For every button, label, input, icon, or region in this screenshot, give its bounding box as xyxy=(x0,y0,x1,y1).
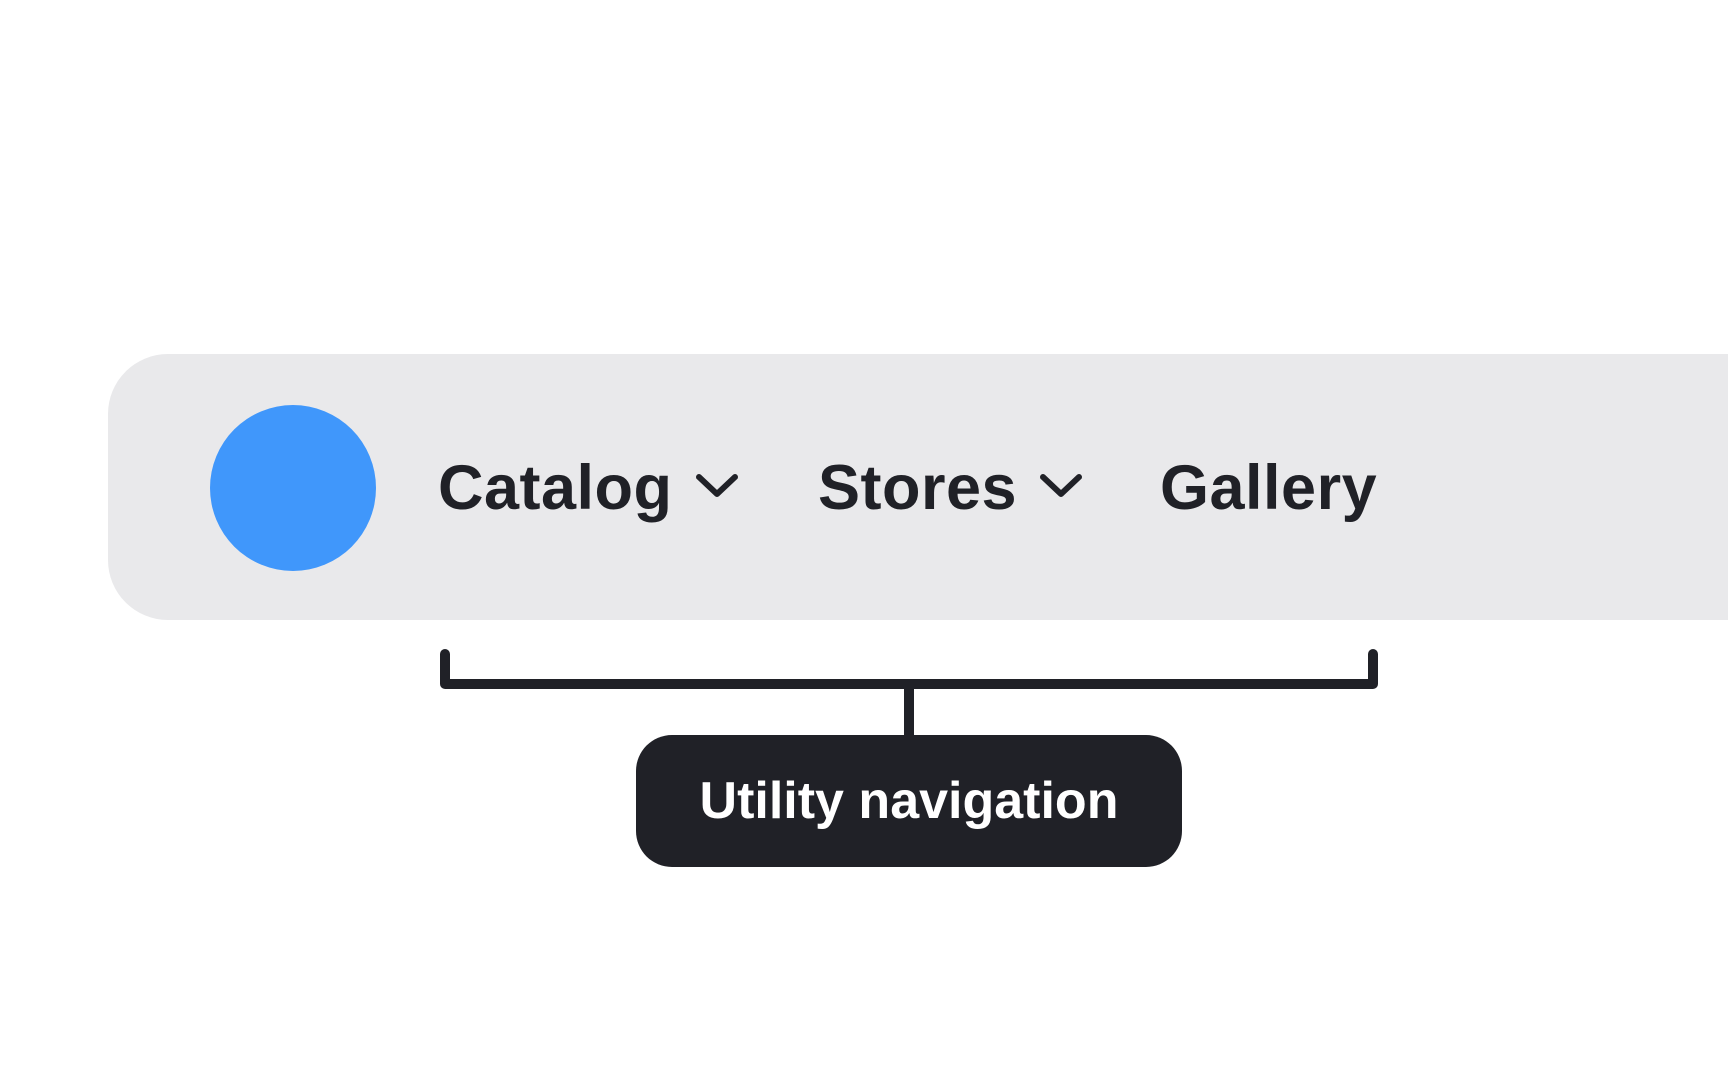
nav-item-gallery[interactable]: Gallery xyxy=(1160,448,1377,528)
navigation-bar xyxy=(108,354,1728,620)
chevron-down-icon xyxy=(695,471,739,499)
logo-circle[interactable] xyxy=(210,405,376,571)
nav-item-label: Catalog xyxy=(438,453,673,523)
chevron-down-icon xyxy=(1039,471,1083,499)
annotation-bracket xyxy=(437,648,1381,738)
nav-item-label: Gallery xyxy=(1160,453,1378,523)
nav-item-label: Stores xyxy=(818,453,1018,523)
annotation-label-text: Utility navigation xyxy=(699,772,1119,830)
annotation-label: Utility navigation xyxy=(636,735,1182,867)
nav-item-catalog[interactable]: Catalog xyxy=(438,448,739,528)
nav-item-stores[interactable]: Stores xyxy=(818,448,1083,528)
